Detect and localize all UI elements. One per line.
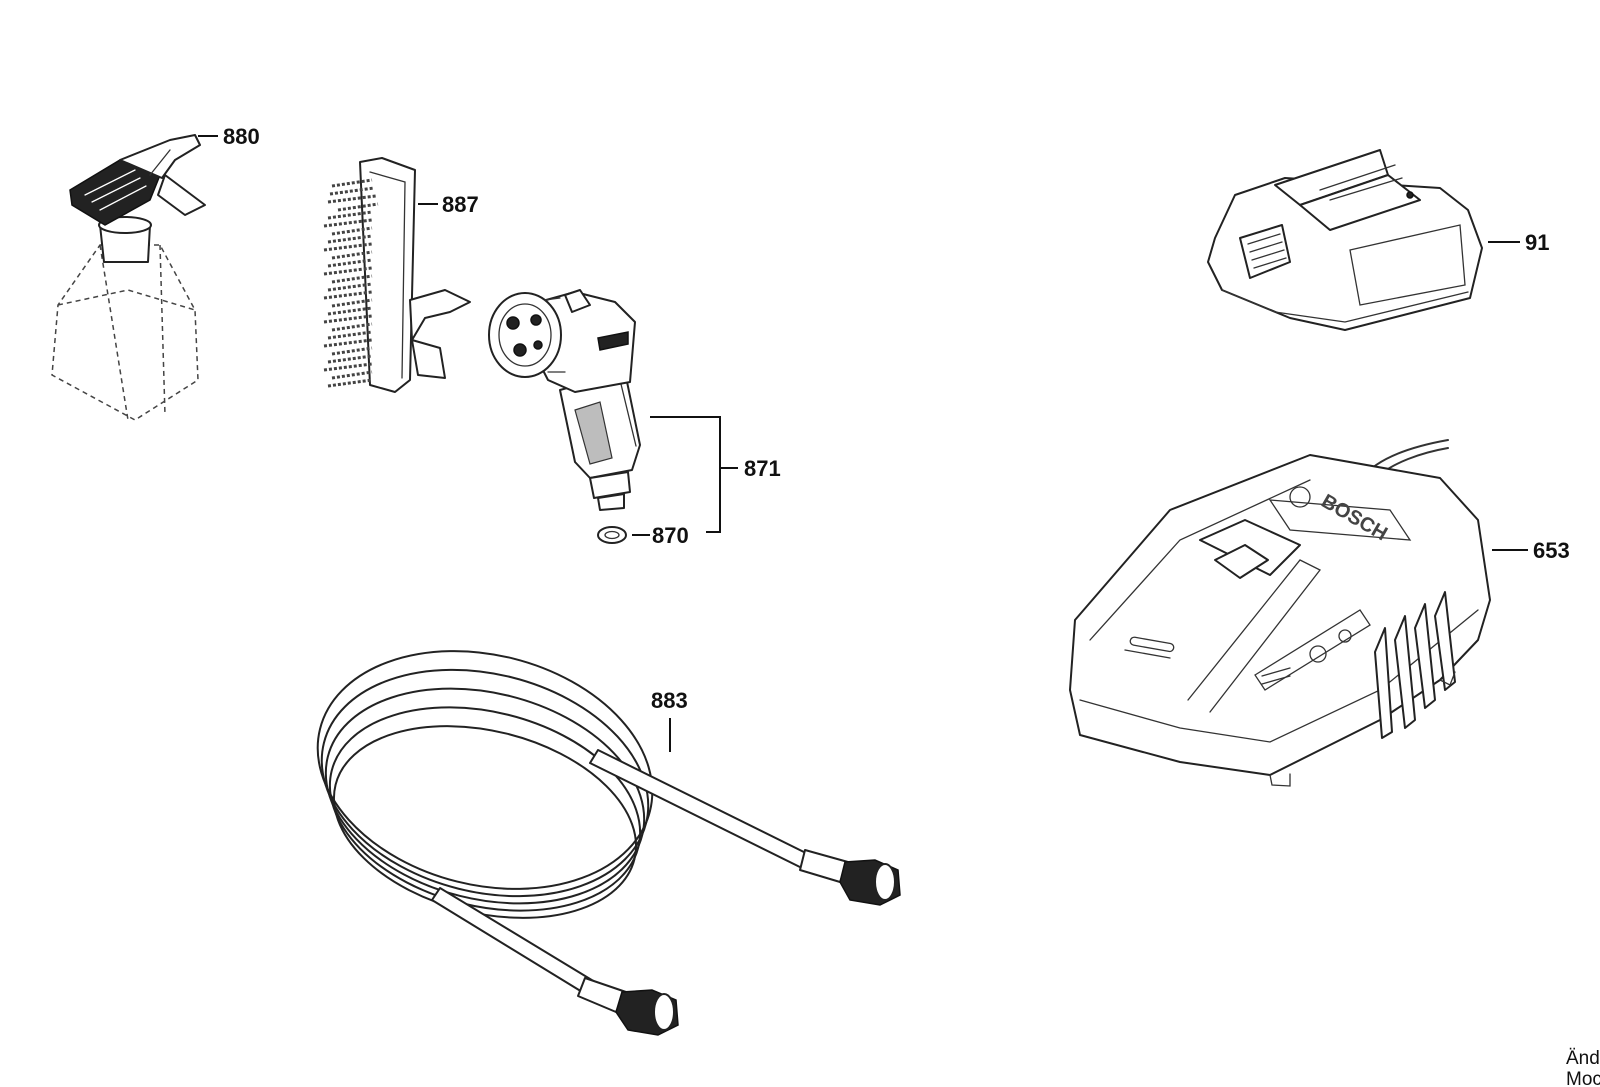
brush-part-887 bbox=[323, 157, 471, 393]
bristle-row bbox=[323, 266, 373, 276]
footer-note-line2: Moc bbox=[1566, 1069, 1600, 1087]
charger-part-653: BOSCH bbox=[1069, 439, 1491, 787]
bristle-row bbox=[329, 186, 375, 196]
bristle-row bbox=[327, 234, 373, 244]
callout-653: 653 bbox=[1533, 538, 1570, 563]
bristle-row bbox=[331, 274, 373, 284]
callout-883: 883 bbox=[651, 688, 688, 713]
bristle-row bbox=[331, 346, 373, 356]
callout-871: 871 bbox=[744, 456, 781, 481]
hose-coils bbox=[316, 650, 654, 919]
bristle-row bbox=[327, 354, 373, 364]
hose-connector-left bbox=[577, 977, 679, 1036]
bristle-row bbox=[327, 378, 373, 388]
hose-connector-right bbox=[799, 849, 901, 906]
bristle-row bbox=[327, 306, 373, 316]
bristle-row bbox=[323, 218, 373, 228]
battery-part-91 bbox=[1207, 149, 1483, 331]
bristle-row bbox=[327, 194, 377, 204]
footer-note-line1: Änd bbox=[1566, 1048, 1600, 1069]
bristle-row bbox=[331, 226, 373, 236]
bristle-row bbox=[323, 338, 373, 348]
bristle-row bbox=[331, 322, 373, 332]
hose-coil bbox=[324, 687, 646, 905]
callout-91: 91 bbox=[1525, 230, 1549, 255]
bristle-row bbox=[323, 242, 373, 252]
bristle-row bbox=[331, 178, 373, 188]
callout-887: 887 bbox=[442, 192, 479, 217]
bristle-row bbox=[331, 298, 373, 308]
hose-coil bbox=[320, 668, 650, 898]
seal-ring-part-870 bbox=[597, 526, 627, 544]
bristle-row bbox=[331, 250, 373, 260]
spray-gun-part-871 bbox=[488, 289, 641, 511]
hose-coil bbox=[332, 725, 638, 919]
bristle-row bbox=[323, 290, 373, 300]
bristle-row bbox=[331, 370, 373, 380]
hose-part-883 bbox=[316, 650, 901, 1036]
bristle-row bbox=[327, 210, 373, 220]
bristle-row bbox=[323, 314, 373, 324]
callout-870: 870 bbox=[652, 523, 689, 548]
callout-880: 880 bbox=[223, 124, 260, 149]
bristle-row bbox=[337, 202, 379, 212]
brush-bristles bbox=[323, 178, 379, 388]
hose-coil bbox=[316, 650, 654, 890]
bristle-row bbox=[327, 282, 373, 292]
foam-nozzle-part-880 bbox=[51, 134, 206, 421]
bristle-row bbox=[327, 258, 373, 268]
bristle-row bbox=[327, 330, 373, 340]
bristle-row bbox=[323, 362, 373, 372]
